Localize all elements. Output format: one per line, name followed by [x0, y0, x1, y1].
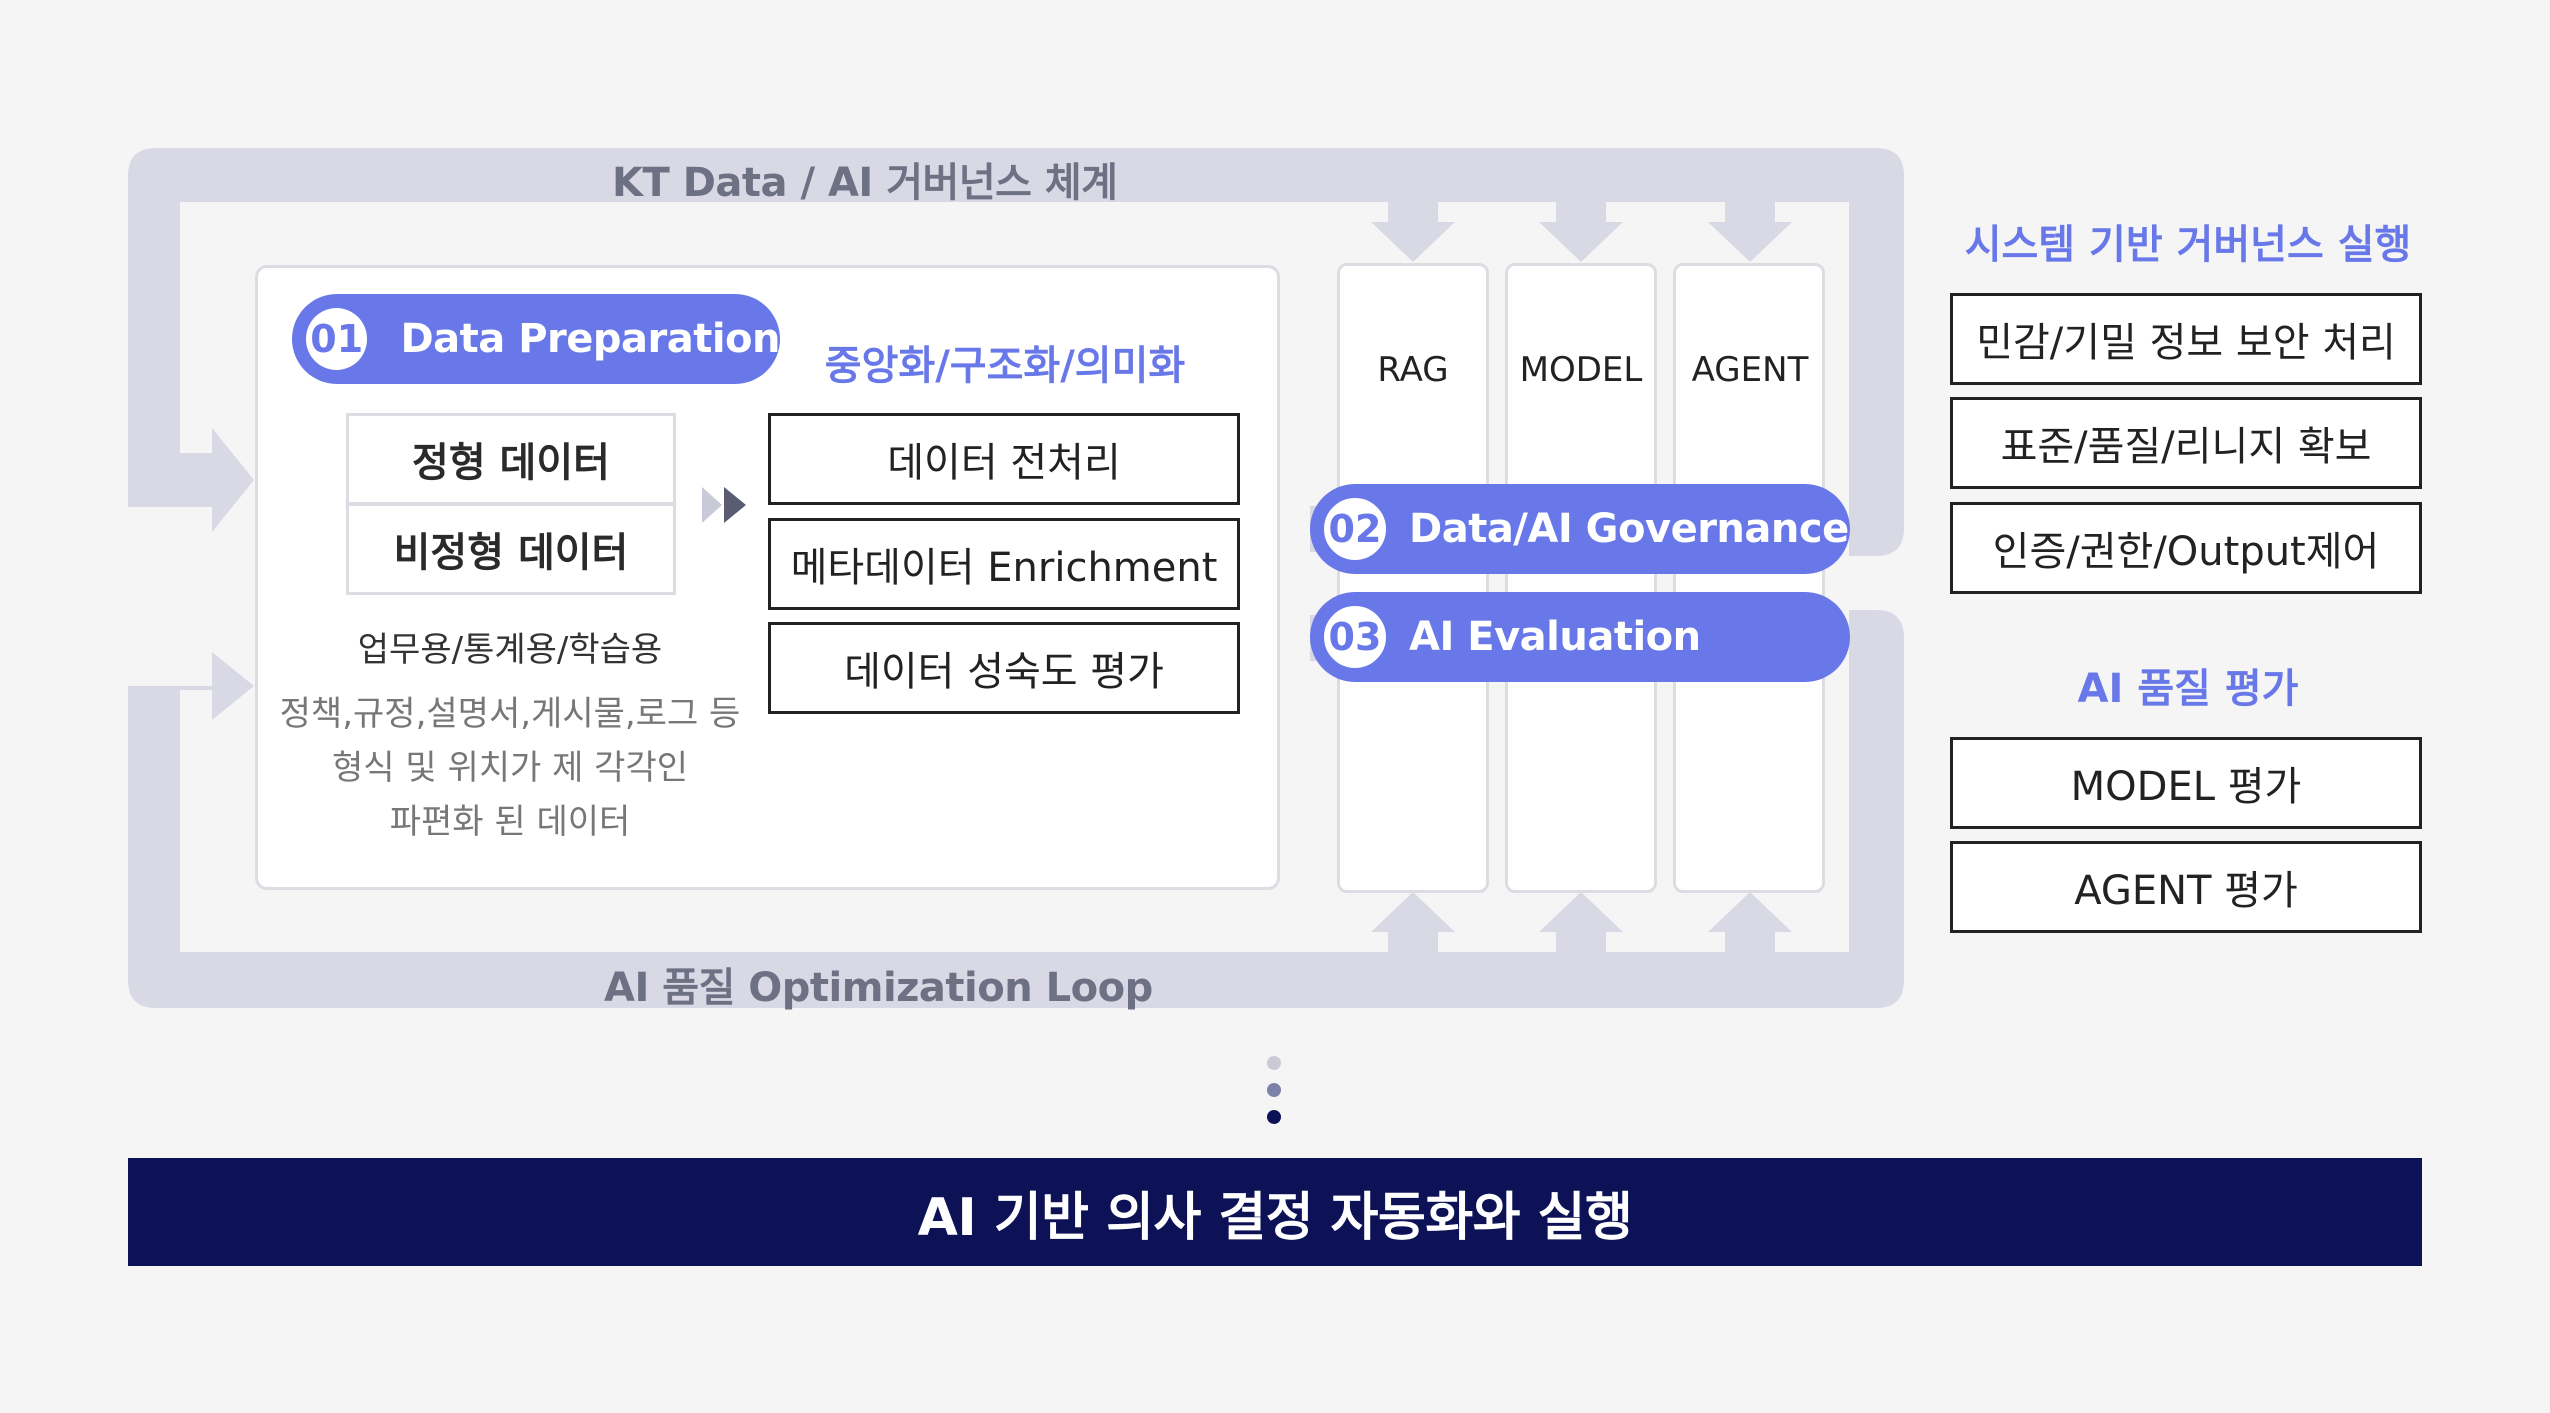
down-arrow-agent: [1708, 202, 1792, 262]
top-loop-track: [128, 148, 1904, 556]
column-rag: [1337, 263, 1489, 893]
column-agent: [1673, 263, 1825, 893]
data-preparation-pill: 01 Data Preparation: [292, 294, 780, 384]
governance-pill: 02 Data/AI Governance: [1310, 484, 1850, 574]
bottom-banner: AI 기반 의사 결정 자동화와 실행: [128, 1158, 2422, 1266]
governance-item-security: 민감/기밀 정보 보안 처리: [1950, 293, 2422, 385]
double-chevron-icon: [702, 487, 746, 523]
description-line-1: 정책,규정,설명서,게시물,로그 등: [279, 694, 741, 734]
process-title: 중앙화/구조화/의미화: [824, 343, 1186, 389]
up-arrow-agent: [1708, 892, 1792, 952]
usage-text: 업무용/통계용/학습용: [357, 630, 663, 670]
process-metadata-enrichment: 메타데이터 Enrichment: [768, 518, 1240, 610]
progress-dot-dark: [1267, 1110, 1281, 1124]
step-number-badge: 01: [301, 303, 373, 375]
column-model: [1505, 263, 1657, 893]
left-lower-arrow: [180, 652, 254, 720]
down-arrow-model: [1539, 202, 1623, 262]
system-governance-title: 시스템 기반 거버넌스 실행: [1964, 222, 2412, 268]
ai-quality-title: AI 품질 평가: [2077, 666, 2299, 712]
column-agent-label: AGENT: [1691, 350, 1809, 390]
down-arrow-rag: [1371, 202, 1455, 262]
left-upper-arrow: [128, 428, 254, 532]
bottom-loop-track: [128, 610, 1904, 1008]
progress-dot-mid: [1267, 1083, 1281, 1097]
column-rag-label: RAG: [1377, 350, 1449, 390]
evaluation-pill: 03 AI Evaluation: [1310, 592, 1850, 682]
governance-step-badge: 02: [1319, 493, 1391, 565]
governance-title: Data/AI Governance: [1409, 506, 1849, 552]
up-arrow-rag: [1371, 892, 1455, 952]
description-line-3: 파편화 된 데이터: [389, 802, 631, 842]
data-preparation-title: Data Preparation: [400, 316, 780, 362]
unstructured-data-box: 비정형 데이터: [346, 503, 676, 595]
loop-top-label: KT Data / AI 거버넌스 체계: [612, 160, 1118, 206]
process-maturity-assessment: 데이터 성숙도 평가: [768, 622, 1240, 714]
evaluation-title: AI Evaluation: [1409, 614, 1701, 660]
governance-item-output-control: 인증/권한/Output제어: [1950, 502, 2422, 594]
quality-item-model: MODEL 평가: [1950, 737, 2422, 829]
description-line-2: 형식 및 위치가 제 각각인: [331, 748, 689, 788]
progress-dot-light: [1267, 1056, 1281, 1070]
evaluation-step-badge: 03: [1319, 601, 1391, 673]
governance-item-lineage: 표준/품질/리니지 확보: [1950, 397, 2422, 489]
column-model-label: MODEL: [1519, 350, 1643, 390]
quality-item-agent: AGENT 평가: [1950, 841, 2422, 933]
process-preprocessing: 데이터 전처리: [768, 413, 1240, 505]
up-arrow-model: [1539, 892, 1623, 952]
loop-bottom-label: AI 품질 Optimization Loop: [604, 965, 1153, 1011]
structured-data-box: 정형 데이터: [346, 413, 676, 505]
